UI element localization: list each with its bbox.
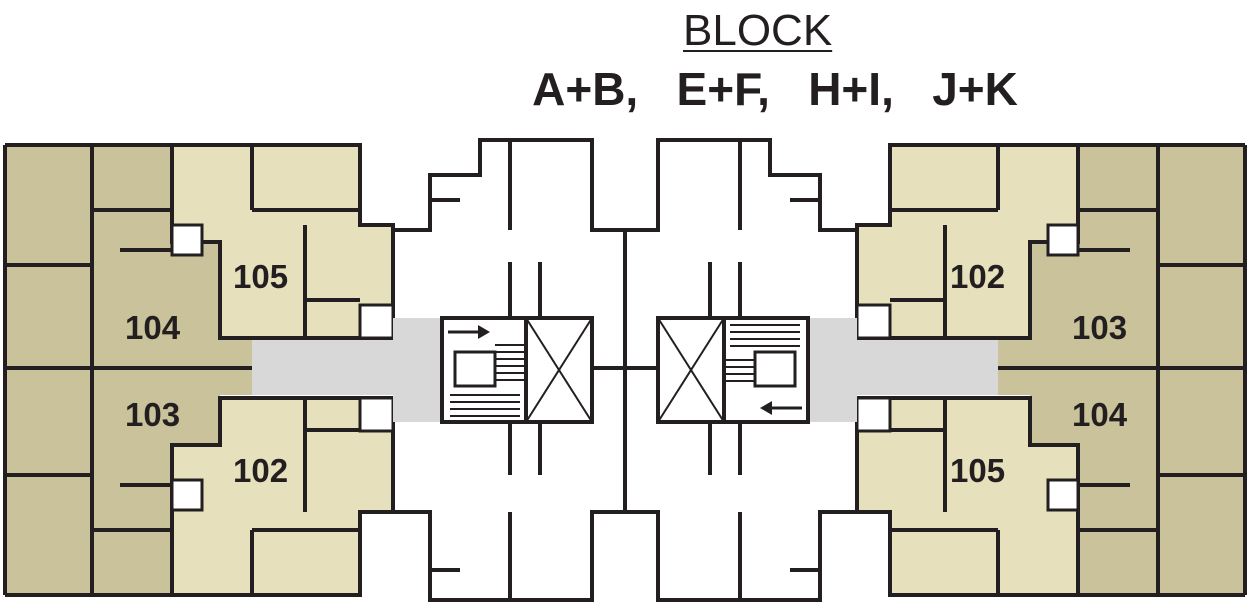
right-wing bbox=[855, 143, 1247, 597]
right-stair bbox=[722, 316, 810, 424]
left-shaft-top bbox=[170, 223, 204, 257]
block-names: A+B, E+F, H+I, J+K bbox=[532, 63, 1018, 115]
right-lobby bbox=[808, 318, 857, 422]
stair-arrow-left bbox=[478, 325, 490, 339]
unit-label-104-left: 104 bbox=[125, 309, 181, 346]
central-core bbox=[393, 138, 857, 602]
unit-label-103-left: 103 bbox=[125, 396, 180, 433]
unit-102-left-area bbox=[172, 398, 393, 595]
left-lobby bbox=[393, 318, 442, 422]
unit-105-right-area bbox=[857, 398, 1078, 595]
unit-102-right-area bbox=[857, 145, 1078, 338]
left-lift bbox=[524, 316, 594, 424]
stair-arrow-right bbox=[760, 401, 772, 415]
unit-105-left-area bbox=[172, 145, 393, 338]
left-duct-bottom bbox=[358, 396, 395, 433]
left-shaft-bottom bbox=[170, 478, 204, 512]
unit-label-104-right: 104 bbox=[1072, 396, 1128, 433]
unit-label-105-right: 105 bbox=[950, 452, 1005, 489]
block-title: BLOCK bbox=[683, 6, 833, 55]
unit-label-102-right: 102 bbox=[950, 258, 1005, 295]
unit-label-102-left: 102 bbox=[233, 452, 288, 489]
unit-label-103-right: 103 bbox=[1072, 309, 1127, 346]
right-shaft-bottom bbox=[1046, 478, 1080, 512]
left-duct-top bbox=[358, 303, 395, 340]
right-shaft-top bbox=[1046, 223, 1080, 257]
right-duct-top bbox=[855, 303, 892, 340]
right-lift bbox=[656, 316, 726, 424]
right-duct-bottom bbox=[855, 396, 892, 433]
left-stair bbox=[440, 316, 528, 424]
left-wing bbox=[3, 143, 395, 597]
title-block: BLOCK A+B, E+F, H+I, J+K bbox=[0, 0, 1250, 130]
unit-label-105-left: 105 bbox=[233, 258, 288, 295]
